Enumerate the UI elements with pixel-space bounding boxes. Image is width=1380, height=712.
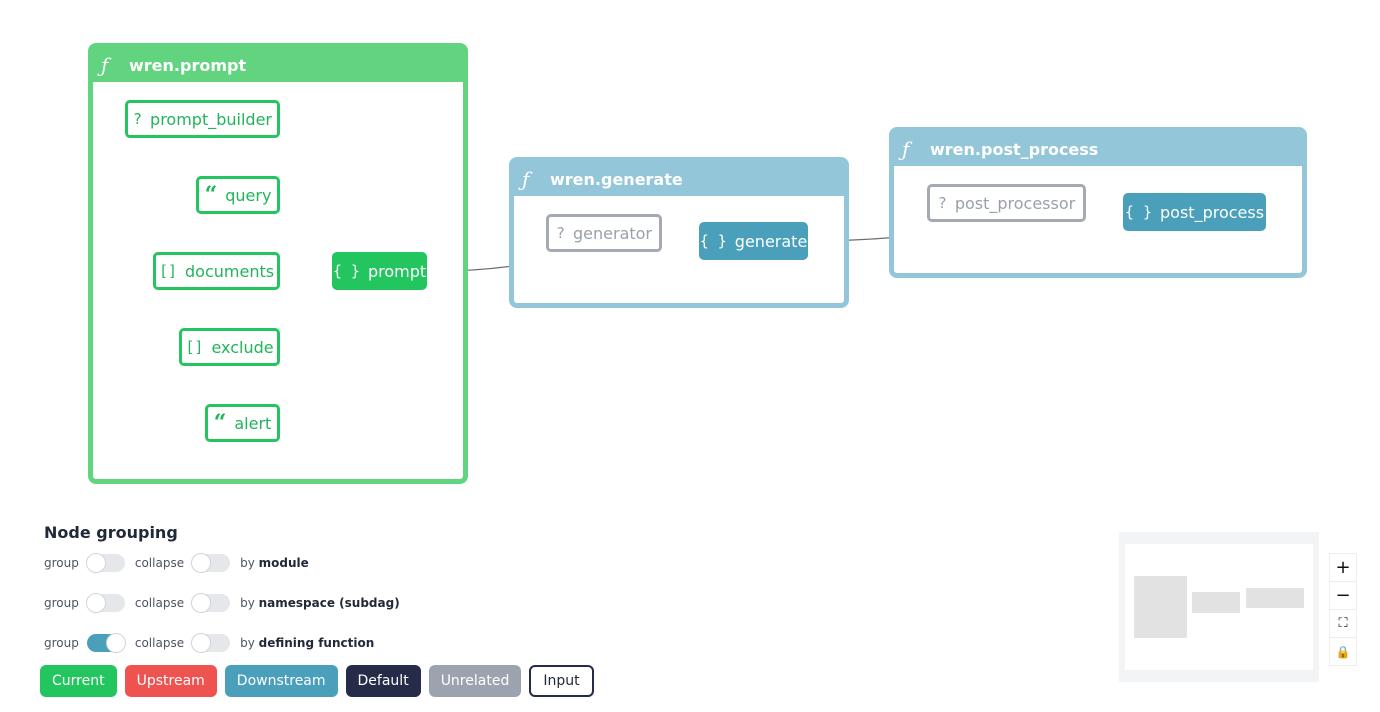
group-label: group xyxy=(44,556,79,570)
collapse-by-function-toggle[interactable] xyxy=(191,633,231,653)
minimap[interactable] xyxy=(1119,532,1319,682)
grouping-target-label: by module xyxy=(240,556,309,570)
group-title: wren.generate xyxy=(550,169,683,189)
group-by-namespace-toggle[interactable] xyxy=(85,593,125,613)
group-header: ƒ wren.generate xyxy=(514,162,844,196)
node-label: post_processor xyxy=(954,193,1076,213)
braces-icon: { } xyxy=(332,262,360,280)
node-prompt-builder[interactable]: ? prompt_builder xyxy=(125,100,280,138)
legend-downstream: Downstream xyxy=(224,665,338,697)
node-post-process[interactable]: { } post_process xyxy=(1123,193,1266,231)
minimap-node xyxy=(1246,588,1304,608)
collapse-by-namespace-toggle[interactable] xyxy=(191,593,231,613)
list-icon: [] xyxy=(158,262,177,280)
node-generator[interactable]: ? generator xyxy=(546,214,662,252)
minimap-node xyxy=(1192,592,1240,613)
node-exclude[interactable]: [] exclude xyxy=(179,328,280,366)
group-by-module-toggle[interactable] xyxy=(85,553,125,573)
node-documents[interactable]: [] documents xyxy=(153,252,280,290)
braces-icon: { } xyxy=(699,232,727,250)
function-icon: ƒ xyxy=(522,167,530,191)
node-label: prompt_builder xyxy=(150,109,272,129)
plus-icon: + xyxy=(1335,557,1351,578)
legend-default: Default xyxy=(345,665,421,697)
collapse-label: collapse xyxy=(134,556,185,570)
legend-current: Current xyxy=(40,665,117,697)
function-icon: ƒ xyxy=(101,53,109,77)
fit-view-button[interactable]: ⛶ xyxy=(1330,610,1356,638)
collapse-by-module-toggle[interactable] xyxy=(191,553,231,573)
node-grouping-title: Node grouping xyxy=(44,523,178,542)
grouping-row-module: group collapse by module xyxy=(44,552,309,574)
lock-button[interactable]: 🔒 xyxy=(1330,638,1356,665)
group-by-function-toggle[interactable] xyxy=(86,633,126,653)
node-query[interactable]: “ query xyxy=(196,176,280,214)
grouping-row-namespace: group collapse by namespace (subdag) xyxy=(44,592,400,614)
node-post-processor[interactable]: ? post_processor xyxy=(927,184,1086,222)
group-title: wren.prompt xyxy=(129,55,247,75)
legend-input: Input xyxy=(529,665,594,697)
minus-icon: − xyxy=(1335,585,1351,606)
fit-view-icon: ⛶ xyxy=(1338,616,1348,631)
grouping-target-label: by defining function xyxy=(240,636,375,650)
braces-icon: { } xyxy=(1124,203,1153,221)
group-header: ƒ wren.post_process xyxy=(894,132,1302,166)
group-title: wren.post_process xyxy=(930,139,1099,159)
node-label: post_process xyxy=(1160,202,1265,222)
zoom-controls: + − ⛶ 🔒 xyxy=(1329,553,1357,666)
legend-upstream: Upstream xyxy=(124,665,217,697)
node-label: generate xyxy=(734,231,808,251)
quote-icon: “ xyxy=(213,410,227,436)
node-label: generator xyxy=(573,223,653,243)
lock-icon: 🔒 xyxy=(1335,644,1351,659)
collapse-label: collapse xyxy=(134,596,185,610)
node-prompt[interactable]: { } prompt xyxy=(332,252,427,290)
minimap-viewport[interactable] xyxy=(1125,544,1313,670)
group-header: ƒ wren.prompt xyxy=(93,48,463,82)
question-icon: ? xyxy=(133,110,143,128)
node-label: alert xyxy=(234,413,272,433)
grouping-row-function: group collapse by defining function xyxy=(44,632,374,654)
minimap-node xyxy=(1134,576,1187,638)
node-label: documents xyxy=(185,261,275,281)
collapse-label: collapse xyxy=(134,636,185,650)
group-label: group xyxy=(44,596,79,610)
grouping-target-label: by namespace (subdag) xyxy=(240,596,400,610)
node-label: exclude xyxy=(211,337,274,357)
group-label: group xyxy=(44,636,79,650)
node-label: prompt xyxy=(367,261,427,281)
legend: Current Upstream Downstream Default Unre… xyxy=(40,665,602,697)
zoom-in-button[interactable]: + xyxy=(1330,554,1356,582)
function-icon: ƒ xyxy=(902,137,910,161)
quote-icon: “ xyxy=(204,182,218,208)
zoom-out-button[interactable]: − xyxy=(1330,582,1356,610)
legend-unrelated: Unrelated xyxy=(428,665,522,697)
list-icon: [] xyxy=(185,338,204,356)
node-generate[interactable]: { } generate xyxy=(699,222,808,260)
question-icon: ? xyxy=(937,194,947,212)
question-icon: ? xyxy=(555,224,565,242)
node-label: query xyxy=(225,185,272,205)
node-alert[interactable]: “ alert xyxy=(205,404,280,442)
